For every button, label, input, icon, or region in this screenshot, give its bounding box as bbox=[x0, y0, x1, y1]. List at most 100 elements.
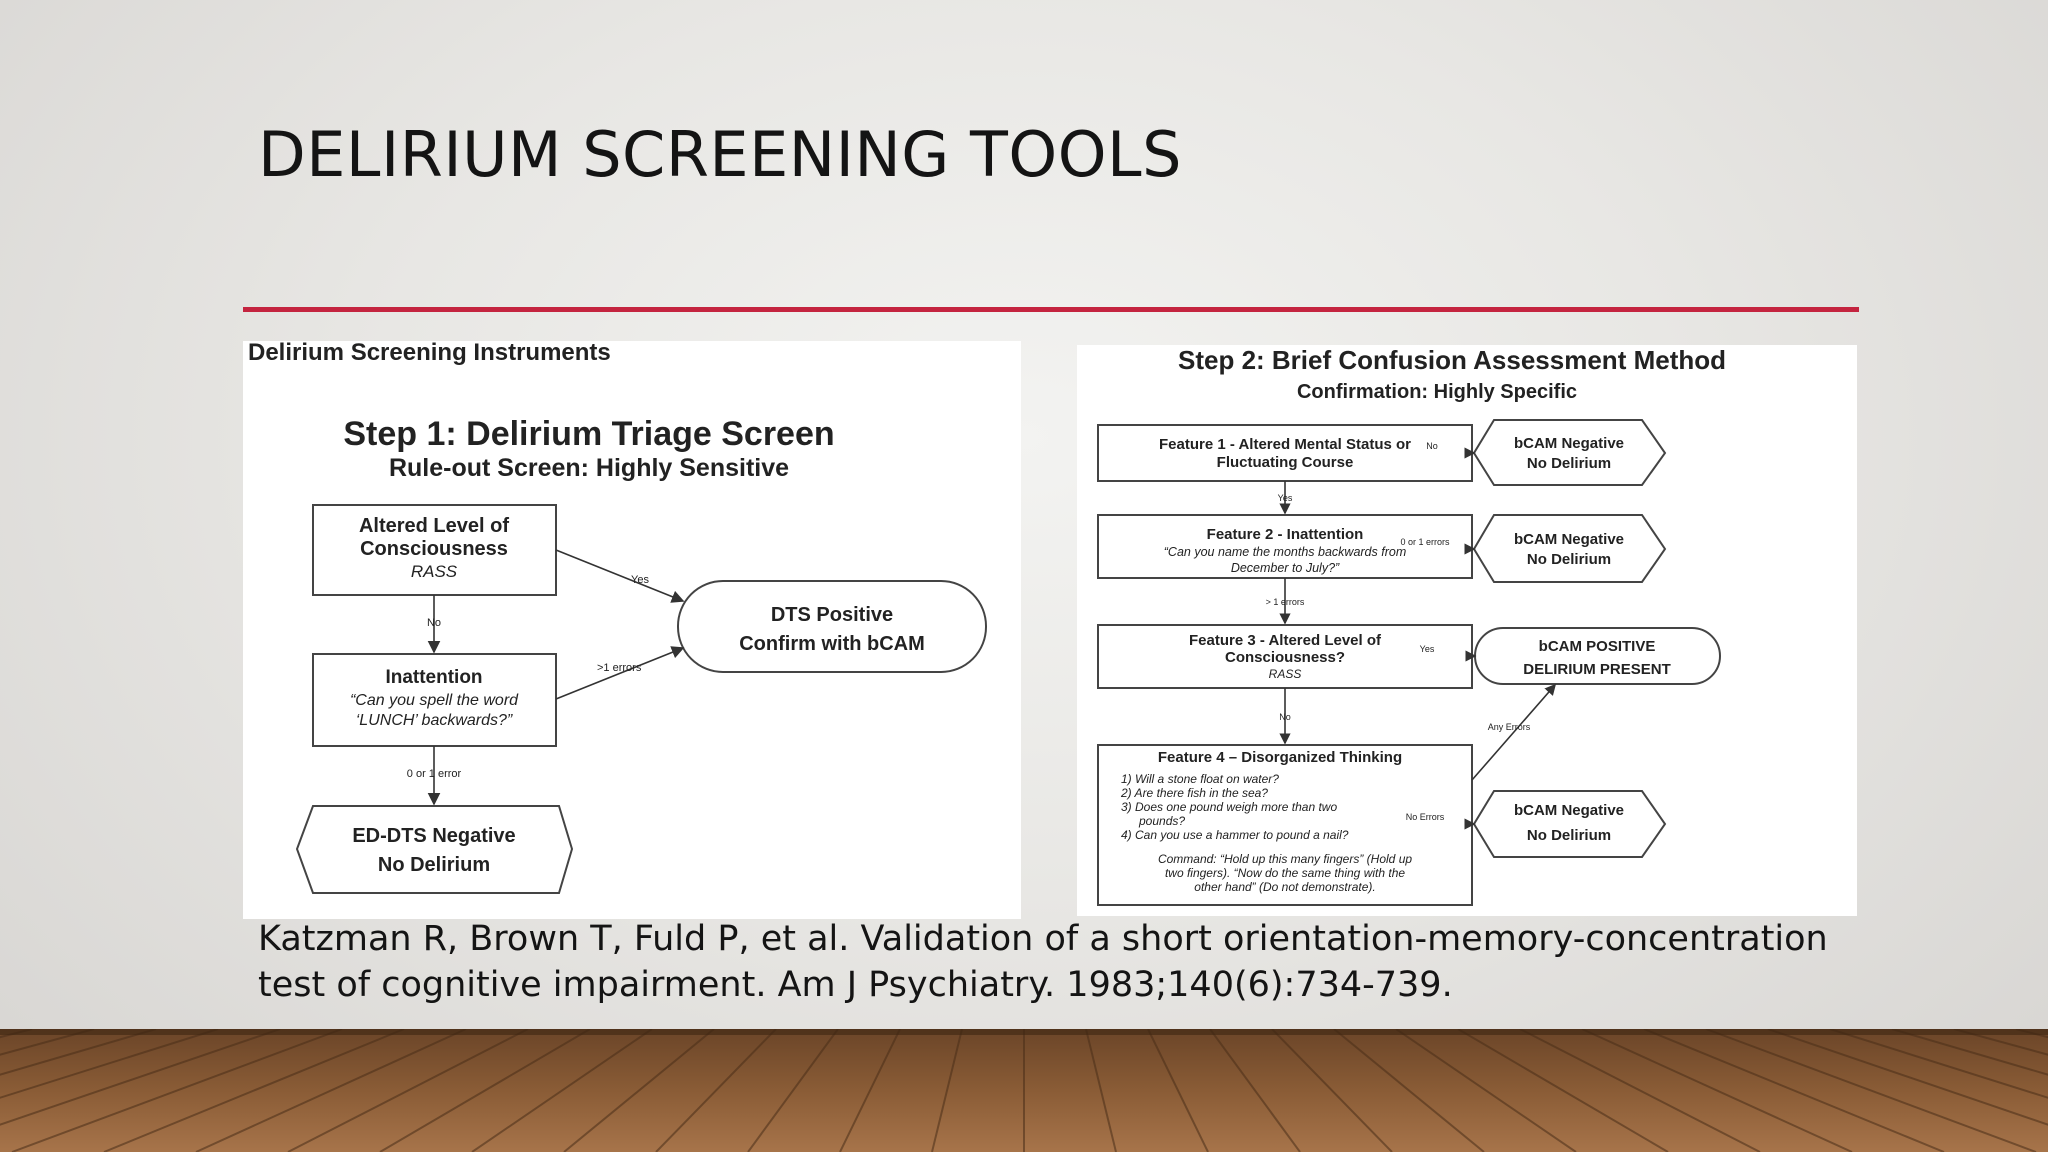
arrow-box2-to-positive bbox=[555, 646, 685, 700]
plank-seam bbox=[1457, 1029, 1669, 1152]
label-f4-noerrors: No Errors bbox=[1406, 812, 1445, 822]
f4-q3: 3) Does one pound weigh more than two bbox=[1121, 800, 1337, 814]
box2-line3: ‘LUNCH’ backwards?” bbox=[356, 712, 513, 729]
step2-title: Step 2: Brief Confusion Assessment Metho… bbox=[1178, 345, 1726, 375]
label-0-or-1: 0 or 1 error bbox=[407, 768, 462, 780]
step1-subtitle: Rule-out Screen: Highly Sensitive bbox=[389, 454, 789, 482]
f3-line2: Consciousness? bbox=[1225, 649, 1345, 666]
box2-title: Inattention bbox=[385, 667, 482, 688]
f4-q2: 2) Are there fish in the sea? bbox=[1120, 786, 1268, 800]
label-f2-gt1: > 1 errors bbox=[1266, 597, 1305, 607]
plank-seam bbox=[1891, 1029, 2048, 1076]
f3-line3: RASS bbox=[1269, 667, 1302, 681]
citation-line-2: test of cognitive impairment. Am J Psych… bbox=[258, 965, 1453, 1005]
f4-q4: 4) Can you use a hammer to pound a nail? bbox=[1121, 828, 1349, 842]
box1-line1: Altered Level of bbox=[359, 515, 509, 537]
bcam-negative-hexagon-2 bbox=[1472, 514, 1667, 583]
step1-title: Step 1: Delirium Triage Screen bbox=[343, 415, 834, 453]
slide-title: DELIRIUM SCREENING TOOLS bbox=[258, 118, 1182, 191]
f1-line2: Fluctuating Course bbox=[1217, 454, 1354, 471]
dts-flowchart: Delirium Screening Instruments Step 1: D… bbox=[248, 341, 987, 894]
neg2-line2: No Delirium bbox=[1527, 551, 1611, 568]
step2-subtitle: Confirmation: Highly Specific bbox=[1297, 381, 1577, 403]
label-errors: >1 errors bbox=[597, 662, 642, 674]
plank-seam bbox=[0, 1029, 95, 1056]
plank-seam bbox=[287, 1029, 529, 1152]
label-f1-no: No bbox=[1426, 441, 1438, 451]
f2-line3: December to July?” bbox=[1231, 561, 1340, 575]
label-no: No bbox=[427, 617, 441, 629]
f4-q3b: pounds? bbox=[1138, 814, 1185, 828]
label-f3-yes: Yes bbox=[1420, 644, 1435, 654]
altered-consciousness-box bbox=[312, 504, 557, 596]
plank-seam bbox=[1395, 1029, 1577, 1152]
positive-line1: DTS Positive bbox=[771, 604, 893, 626]
neg1-line2: No Delirium bbox=[1527, 455, 1611, 472]
bcam-negative-hexagon-1 bbox=[1472, 419, 1667, 486]
plank-seam bbox=[11, 1029, 343, 1152]
f4-q1: 1) Will a stone float on water? bbox=[1121, 772, 1279, 786]
plank-seam bbox=[1271, 1029, 1393, 1152]
negative-line1: ED-DTS Negative bbox=[352, 825, 515, 847]
plank-seam bbox=[0, 1029, 157, 1076]
arrow-box1-to-positive bbox=[555, 549, 685, 603]
feature1-box bbox=[1097, 424, 1473, 482]
plank-seam bbox=[1581, 1029, 1853, 1152]
neg3-line2: No Delirium bbox=[1527, 827, 1611, 844]
negative-line2: No Delirium bbox=[378, 854, 490, 876]
neg3-line1: bCAM Negative bbox=[1514, 802, 1624, 819]
f4-cmd1: Command: “Hold up this many fingers” (Ho… bbox=[1158, 852, 1412, 866]
f2-title: Feature 2 - Inattention bbox=[1207, 526, 1364, 543]
positive-line2: Confirm with bCAM bbox=[739, 633, 925, 655]
neg1-line1: bCAM Negative bbox=[1514, 435, 1624, 452]
f1-line1: Feature 1 - Altered Mental Status or bbox=[1159, 436, 1411, 453]
plank-seam bbox=[1147, 1029, 1209, 1152]
f4-title: Feature 4 – Disorganized Thinking bbox=[1158, 749, 1402, 766]
pos-line2: DELIRIUM PRESENT bbox=[1523, 661, 1671, 678]
box1-line3: RASS bbox=[411, 562, 458, 581]
f2-line2: “Can you name the months backwards from bbox=[1164, 545, 1406, 559]
title-accent-rule bbox=[243, 307, 1859, 312]
plank-seam bbox=[0, 1029, 281, 1126]
bcam-negative-hexagon-3 bbox=[1472, 790, 1667, 858]
box1-line2: Consciousness bbox=[360, 538, 508, 560]
wood-floor-background bbox=[0, 1029, 2048, 1152]
label-f3-no: No bbox=[1279, 712, 1291, 722]
plank-seam bbox=[1953, 1029, 2048, 1056]
ed-dts-negative-hexagon bbox=[295, 805, 574, 894]
arrow-f4-to-positive bbox=[1471, 683, 1557, 781]
feature2-box bbox=[1097, 514, 1473, 579]
citation: Katzman R, Brown T, Fuld P, et al. Valid… bbox=[258, 916, 1958, 1008]
plank-seam bbox=[103, 1029, 405, 1152]
plank-seam bbox=[1085, 1029, 1117, 1152]
plank-seam bbox=[195, 1029, 467, 1152]
dts-positive-terminal bbox=[677, 580, 987, 673]
plank-seam bbox=[839, 1029, 901, 1152]
plank-seam bbox=[1643, 1029, 1945, 1152]
plank-seam bbox=[747, 1029, 839, 1152]
label-f1-yes: Yes bbox=[1278, 493, 1293, 503]
citation-line-1: Katzman R, Brown T, Fuld P, et al. Valid… bbox=[258, 919, 1828, 959]
neg2-line1: bCAM Negative bbox=[1514, 531, 1624, 548]
f3-line1: Feature 3 - Altered Level of bbox=[1189, 632, 1382, 649]
inattention-box bbox=[312, 653, 557, 747]
plank-seam bbox=[1209, 1029, 1301, 1152]
plank-seam bbox=[0, 1029, 219, 1099]
label-yes: Yes bbox=[631, 574, 649, 586]
plank-seam bbox=[1705, 1029, 2037, 1152]
label-f2-0or1: 0 or 1 errors bbox=[1400, 537, 1450, 547]
bcam-flowchart-panel: Step 2: Brief Confusion Assessment Metho… bbox=[1077, 345, 1857, 916]
plank-seam bbox=[379, 1029, 591, 1152]
pos-line1: bCAM POSITIVE bbox=[1539, 638, 1656, 655]
box2-line2: “Can you spell the word bbox=[350, 692, 519, 709]
plank-seam bbox=[1519, 1029, 1761, 1152]
bcam-flowchart: Step 2: Brief Confusion Assessment Metho… bbox=[1097, 345, 1726, 906]
f4-cmd3: other hand” (Do not demonstrate). bbox=[1194, 880, 1375, 894]
plank-seam bbox=[1829, 1029, 2048, 1099]
plank-seam bbox=[1333, 1029, 1485, 1152]
plank-seam bbox=[931, 1029, 963, 1152]
figure-header: Delirium Screening Instruments bbox=[248, 341, 611, 366]
f4-cmd2: two fingers). “Now do the same thing wit… bbox=[1165, 866, 1405, 880]
plank-seam bbox=[655, 1029, 777, 1152]
label-f4-any: Any Errors bbox=[1488, 722, 1531, 732]
